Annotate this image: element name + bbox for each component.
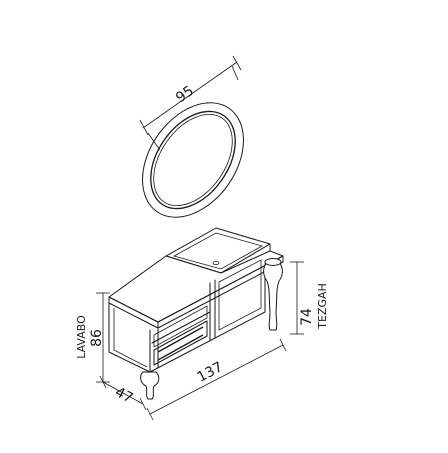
lavabo-label: LAVABO xyxy=(75,315,88,359)
tezgah-label: TEZGAH xyxy=(316,283,329,330)
tezgah-height-label: 74 xyxy=(299,308,315,326)
lavabo-height-label: 86 xyxy=(89,329,105,347)
cabriole-leg-front xyxy=(140,371,160,400)
mirror-diameter-label: 95 xyxy=(173,83,197,106)
width-label: 137 xyxy=(195,359,226,386)
mirror-dimension xyxy=(139,55,242,151)
width-dimension xyxy=(146,338,287,421)
vanity-cabinet xyxy=(108,250,284,373)
depth-dimension xyxy=(99,375,147,411)
depth-label: 47 xyxy=(112,384,135,406)
tezgah-height-dimension xyxy=(290,261,304,335)
turned-leg-right xyxy=(263,258,283,331)
oval-mirror xyxy=(142,102,244,218)
